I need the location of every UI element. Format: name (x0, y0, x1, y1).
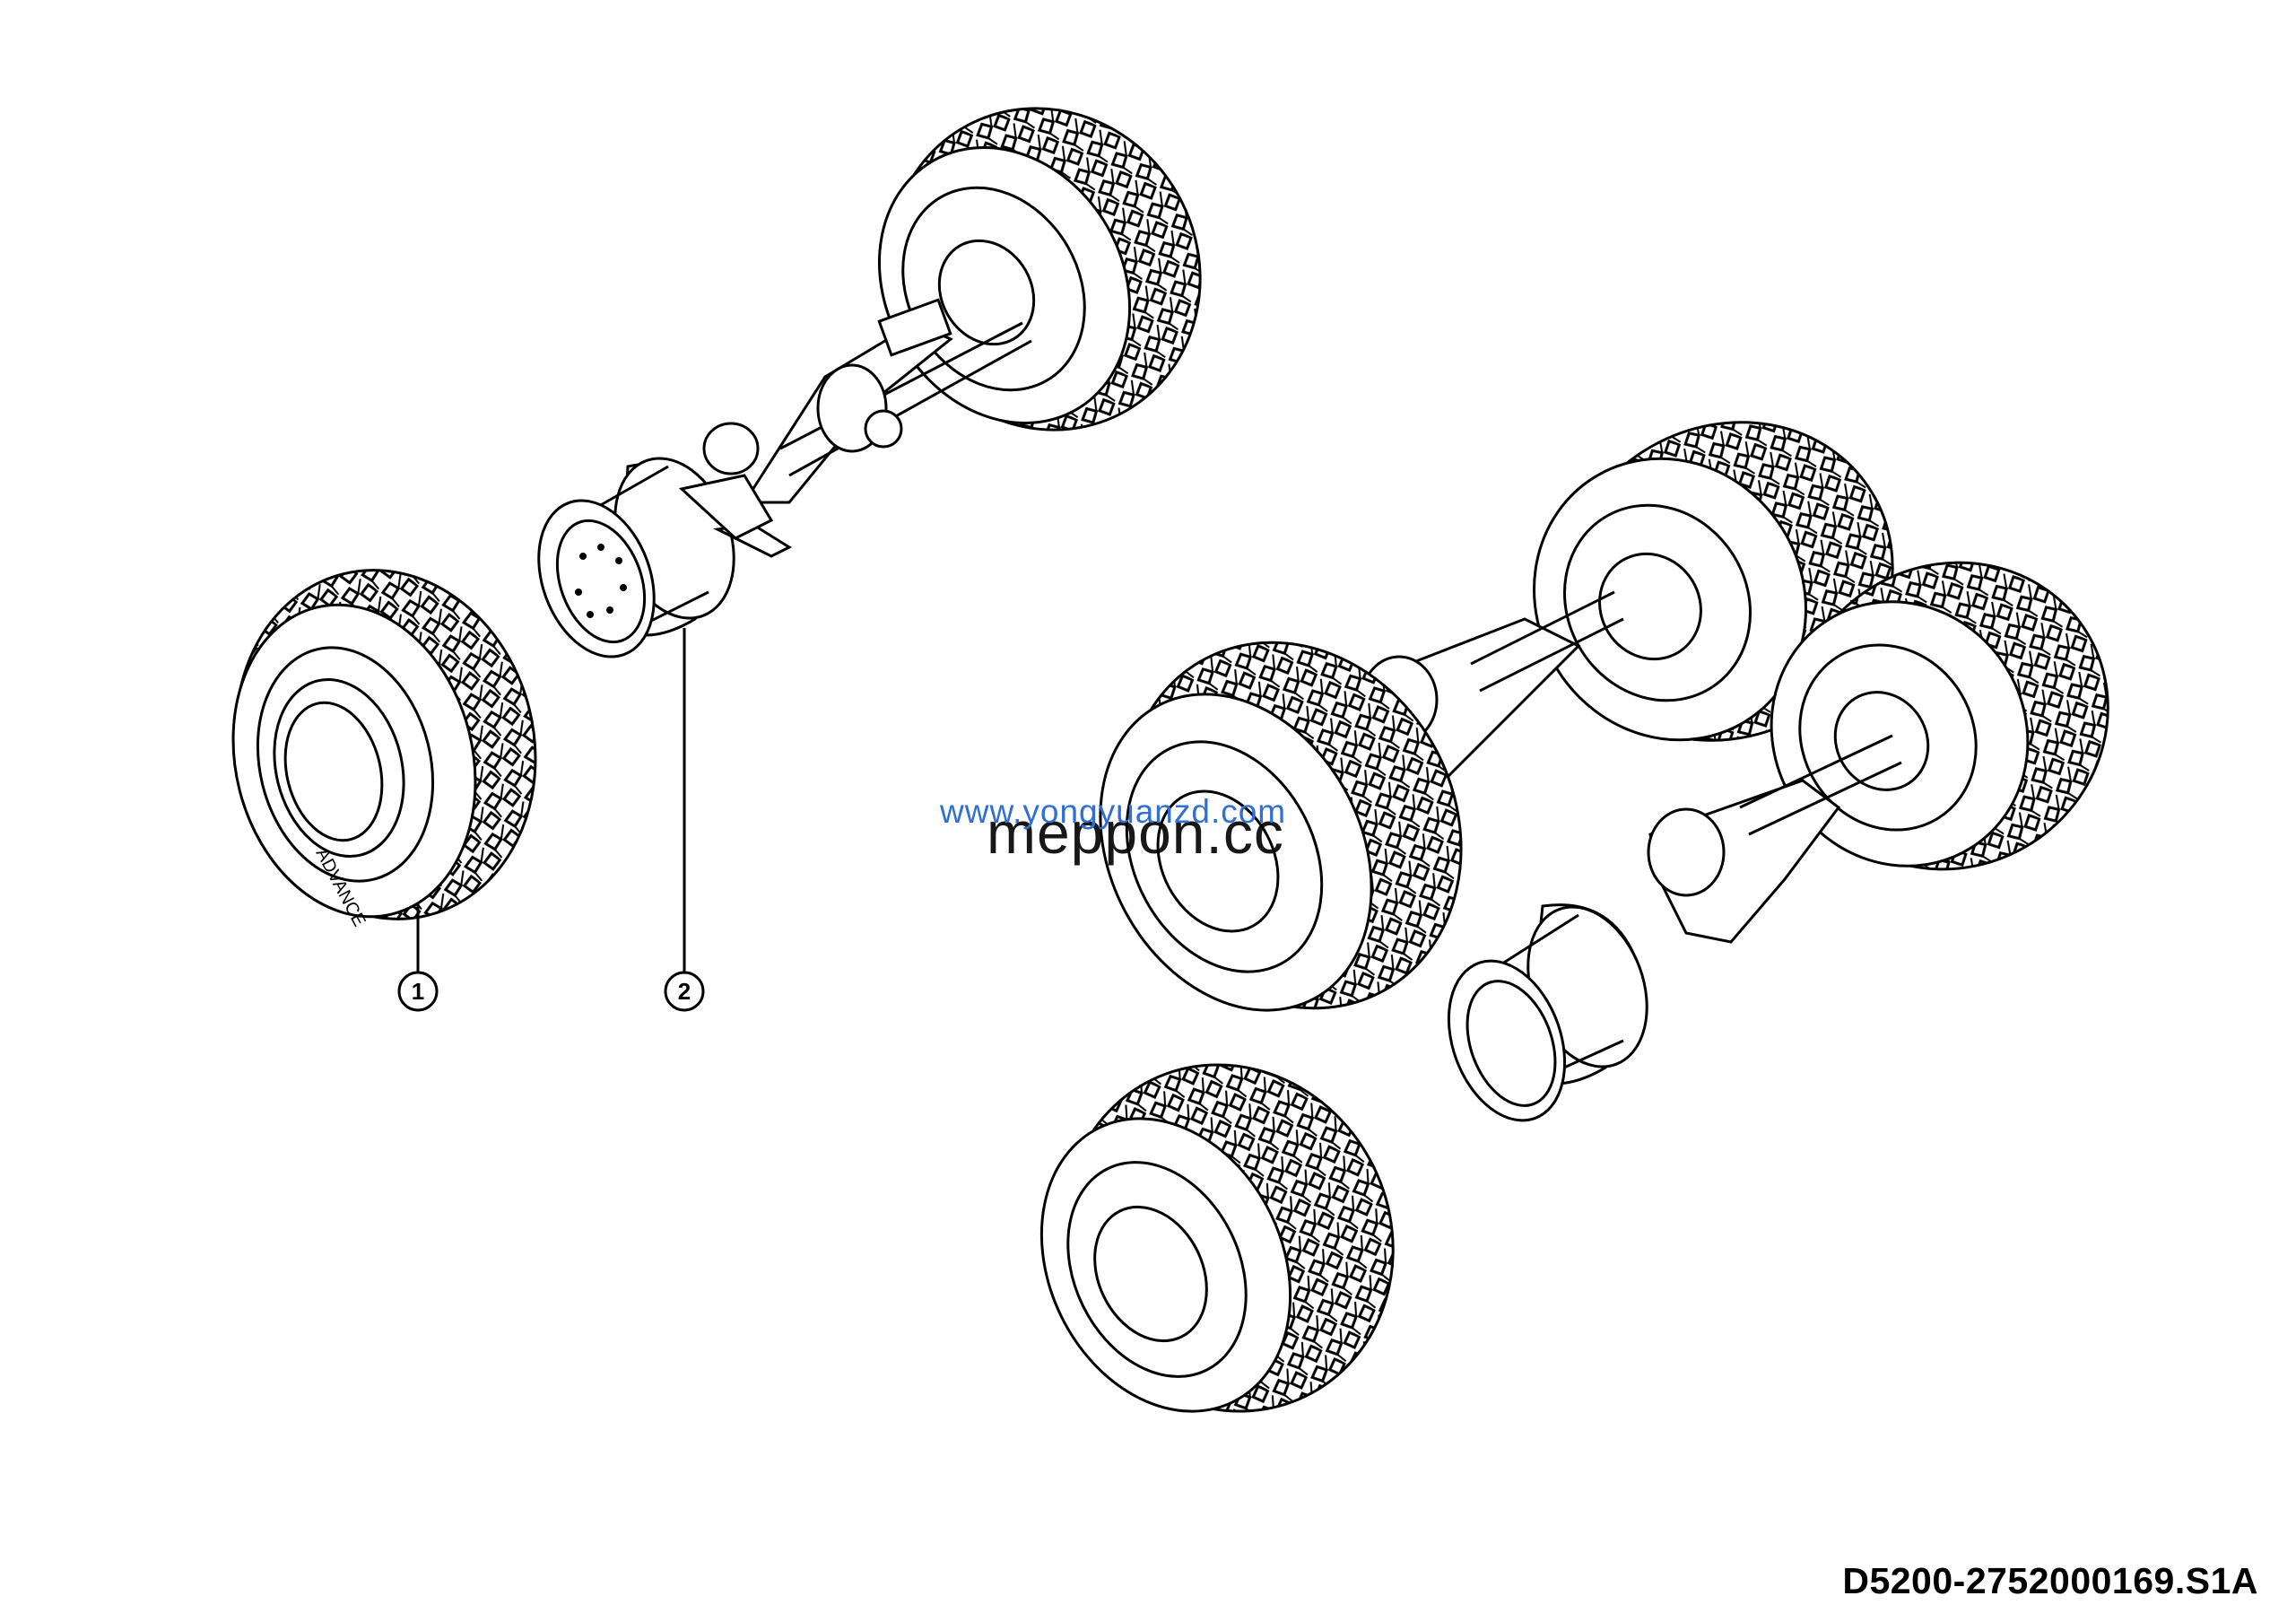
callout-2: 2 (664, 628, 705, 1012)
callout-1-balloon (397, 971, 439, 1012)
watermark-brand: meppon.cc (987, 799, 1284, 866)
callout-2-balloon (664, 971, 705, 1012)
rear-tandem-assembly (1039, 421, 2109, 1413)
watermark-url: www.yongyuanzd.com (940, 793, 1287, 830)
drawing-code: D5200-2752000169.S1A (1842, 1560, 2258, 1601)
front-axle-assembly (678, 107, 1202, 558)
rim-item-2 (537, 457, 735, 658)
callout-2-number: 2 (678, 978, 691, 1005)
callout-1-number: 1 (412, 978, 424, 1005)
tire-item-1: ADVANCE (231, 569, 537, 929)
callout-1: 1 (397, 904, 439, 1012)
